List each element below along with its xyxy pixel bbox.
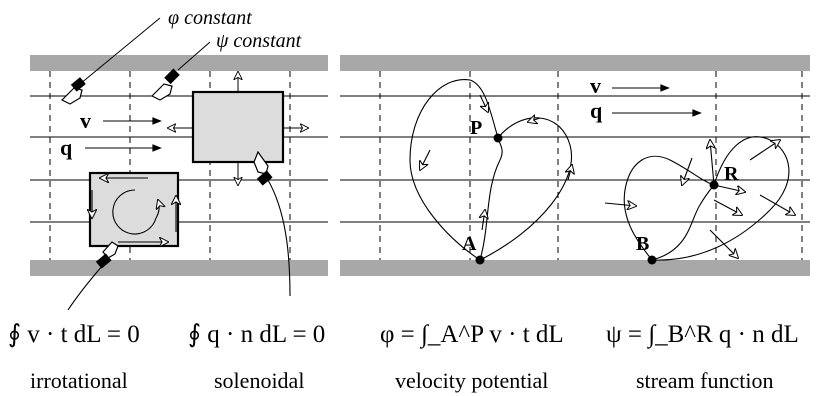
point-A (475, 255, 485, 265)
svg-text:P: P (470, 117, 482, 139)
velocity-potential-paths: P A (409, 79, 572, 265)
point-R (709, 180, 719, 190)
pointing-hand-icon (60, 77, 86, 105)
streamlines-right (340, 95, 810, 223)
pointing-hand-icon (150, 68, 180, 101)
stream-function-equation: ψ = ∫_B^R q · n dL (606, 321, 799, 349)
solenoidal-box (168, 72, 308, 185)
stream-function-paths: R B (604, 136, 795, 265)
solenoidal-caption: solenoidal (214, 368, 304, 393)
q-arrow-right: q (590, 98, 700, 123)
captions: irrotational solenoidal velocity potenti… (30, 368, 773, 393)
v-arrow-right: v (590, 73, 668, 98)
svg-text:A: A (462, 233, 477, 255)
irrotational-equation: ∮ v · t dL = 0 (8, 321, 140, 348)
pointing-hand-icon (95, 241, 119, 269)
top-wall-left (30, 55, 328, 71)
svg-text:v: v (80, 108, 91, 133)
phi-constant-label: φ constant (168, 7, 252, 29)
bottom-wall-right (340, 260, 810, 276)
right-panel: v q P A (340, 55, 810, 276)
svg-text:v: v (590, 73, 601, 98)
velocity-potential-equation: φ = ∫_A^P v · t dL (380, 321, 564, 349)
equations: ∮ v · t dL = 0 ∮ q · n dL = 0 φ = ∫_A^P … (8, 321, 799, 349)
point-B (647, 255, 657, 265)
pointing-hand-icon (253, 150, 273, 186)
q-arrow-left: q (60, 135, 160, 160)
irrotational-box (90, 171, 178, 248)
svg-text:q: q (590, 98, 603, 123)
bottom-wall-left (30, 260, 328, 276)
equipotentials-right (379, 71, 803, 260)
svg-text:q: q (60, 135, 73, 160)
irrotational-caption: irrotational (30, 368, 128, 393)
velocity-potential-caption: velocity potential (395, 368, 548, 393)
v-arrow-left: v (80, 108, 160, 133)
top-wall-right (340, 55, 810, 71)
solenoidal-equation: ∮ q · n dL = 0 (188, 321, 325, 348)
stream-function-caption: stream function (636, 368, 773, 393)
svg-text:R: R (724, 163, 739, 185)
svg-text:B: B (636, 233, 649, 255)
point-P (493, 133, 503, 143)
left-panel: v q (30, 7, 328, 311)
psi-constant-label: ψ constant (216, 30, 302, 52)
